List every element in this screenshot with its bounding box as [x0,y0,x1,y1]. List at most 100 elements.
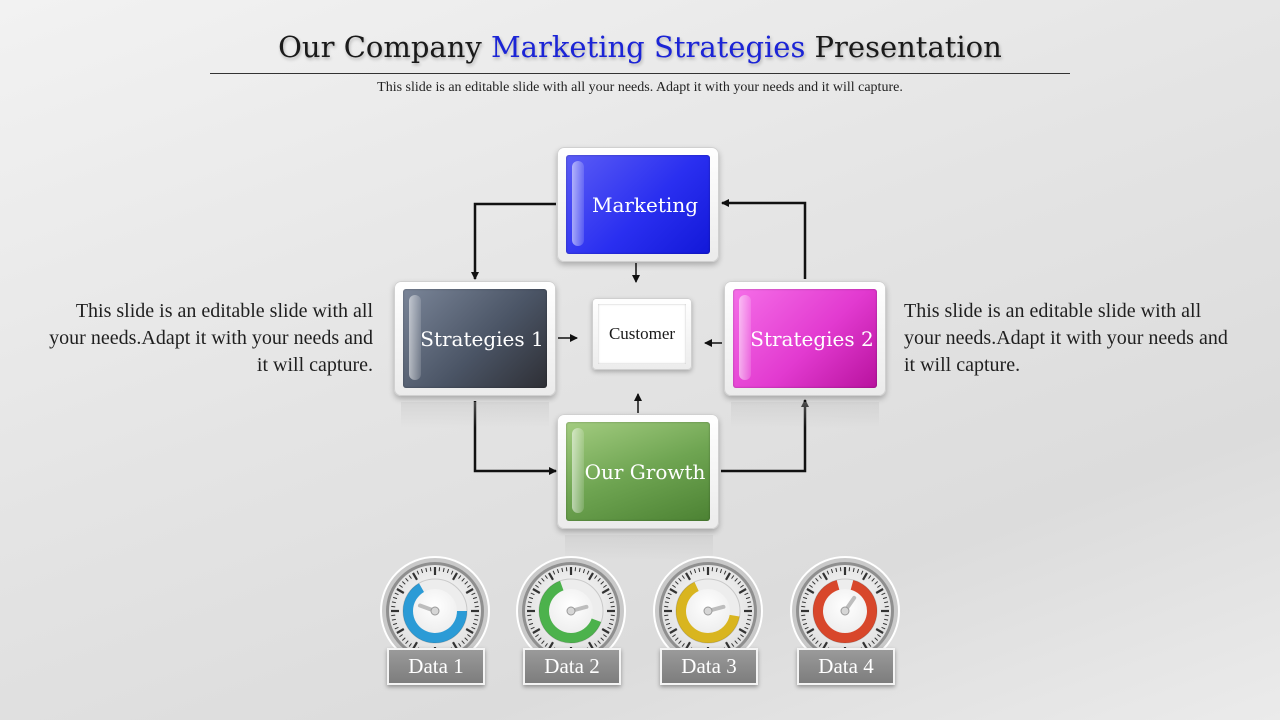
gauge-tick [731,575,735,579]
gauge-tick [425,567,428,572]
title-accent: Marketing Strategies [490,30,806,64]
gauge-tick [607,592,612,596]
gauge-tick [401,637,406,641]
gauge-tick [830,568,834,574]
strategies2-gloss [739,295,751,380]
gauge-tick [532,588,541,594]
gauge-tick [396,628,405,634]
gauge-tick [868,575,872,579]
marketing-box[interactable]: Marketing [557,147,719,262]
gauge-tick [884,601,889,604]
gauge-tick [809,634,813,638]
gauge-tick [874,637,879,641]
gauge-tick [527,601,532,604]
growth-box[interactable]: Our Growth [557,414,719,529]
gauge-label: Data 4 [797,648,895,685]
title-start: Our Company [278,30,491,64]
gauge-tick [875,628,884,634]
gauge-tick [806,628,815,634]
gauge-tick [826,570,830,575]
gauge-data-3: Data 3 [653,556,763,686]
gauge-tick [610,618,615,621]
gauge-tick [594,643,598,647]
strategies1-box[interactable]: Strategies 1 [394,281,556,396]
gauge-tick [608,596,614,600]
strategies2-panel: Strategies 2 [733,289,877,388]
gauge-tick [740,634,744,638]
gauge-tick [535,634,539,638]
gauge-tick [818,643,822,647]
customer-box[interactable]: Customer [592,298,692,370]
gauge-tick [527,618,532,621]
gauge-tick [548,641,554,650]
left-description: This slide is an editable slide with all… [49,300,373,376]
gauge-data-1: Data 1 [380,556,490,686]
gauge-tick [802,622,808,626]
gauge-tick [561,567,564,572]
gauge-tick [740,584,744,588]
gauge-tick [528,596,534,600]
strategies2-box[interactable]: Strategies 2 [724,281,886,396]
gauge-tick [458,575,462,579]
gauge-tick [461,640,465,645]
gauge-tick [544,575,548,579]
gauge-tick [586,570,590,575]
gauge-tick [535,584,539,588]
strategies1-panel: Strategies 1 [403,289,547,388]
gauge-ring [403,583,467,643]
gauge-data-2: Data 2 [516,556,626,686]
gauge-tick [391,618,396,621]
gauge-tick [405,577,409,582]
gauge-tick [871,640,875,645]
gauge-tick [537,637,542,641]
gauge-tick [693,568,697,574]
gauge-tick [532,628,541,634]
gauge-tick [804,592,809,596]
gauge-icon [653,556,763,666]
gauge-tick [416,570,420,575]
gauge-tick [461,577,465,582]
gauge-tick [664,618,669,621]
growth-reflection [565,535,713,561]
gauge-tick [472,596,478,600]
gauge-tick [603,584,607,588]
gauge-tick [472,622,478,626]
gauge-tick [594,575,598,579]
gauge-tick [874,581,879,585]
gauge-icon [516,556,626,666]
growth-panel: Our Growth [566,422,710,521]
gauge-ring [676,582,740,643]
gauge-tick [698,567,701,572]
marketing-label: Marketing [591,192,699,217]
gauge-tick [877,634,881,638]
gauge-tick [881,592,886,596]
gauge-tick [868,643,872,647]
gauge-tick [471,626,476,630]
gauge-tick [530,626,535,630]
gauge-tick [871,577,875,582]
gauge-tick [747,618,752,621]
gauge-tick [877,584,881,588]
strategies1-gloss [409,295,421,380]
gauge-tick [541,640,545,645]
gauge-tick [681,575,685,579]
gauge-tick [685,572,691,581]
gauge-tick [815,640,819,645]
gauge-tick [665,622,671,626]
gauge-ring [539,580,602,643]
gauge-tick [392,622,398,626]
gauge-tick [394,592,399,596]
strategies1-label: Strategies 1 [420,326,544,351]
gauge-tick [744,626,749,630]
gauge-tick [399,634,403,638]
gauge-tick [738,628,747,634]
gauge-tick [578,567,581,572]
gauge-tick [734,577,738,582]
gauge-tick [745,596,751,600]
gauge-tick [664,601,669,604]
gauge-tick [822,572,828,581]
slide-title: Our Company Marketing Strategies Present… [0,30,1280,64]
gauge-tick [738,588,747,594]
gauge-tick [405,640,409,645]
gauge-tick [420,568,424,574]
